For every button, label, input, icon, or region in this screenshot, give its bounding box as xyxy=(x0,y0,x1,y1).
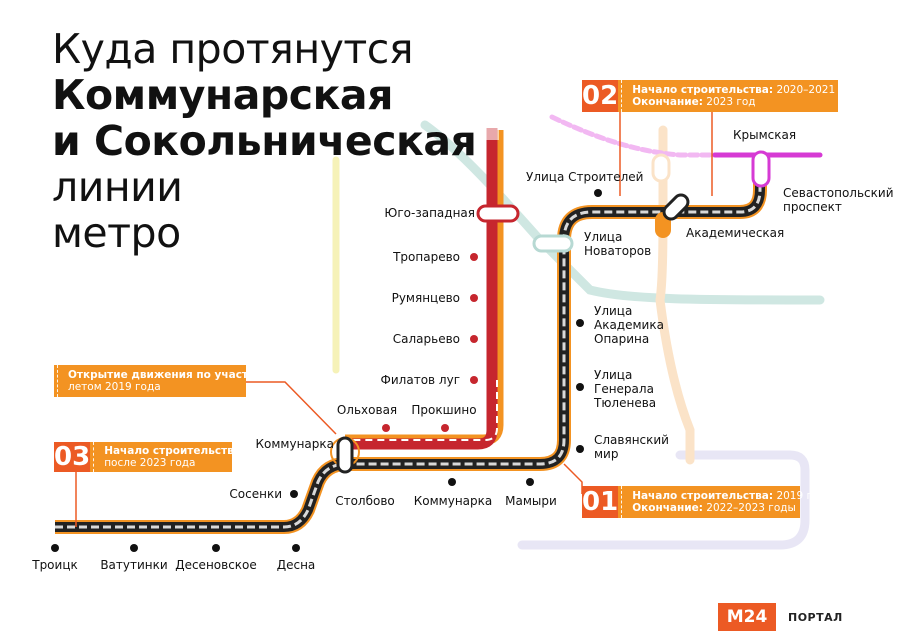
label-generala-tyuleneva: Улица Генерала Тюленева xyxy=(594,368,657,410)
callout-01-number: 01 xyxy=(582,486,619,518)
callout-01: 01 Начало строительства: 2019 год Оконча… xyxy=(582,486,826,518)
line-bg-peach xyxy=(655,125,695,465)
dot-olkhovaya xyxy=(382,424,390,432)
label-akademika-oparina: Улица Академика Опарина xyxy=(594,304,664,346)
dot-mamyri xyxy=(526,478,534,486)
dot-rumyantsevo xyxy=(470,294,478,302)
dot-oparina xyxy=(576,319,584,327)
dot-kommunarka xyxy=(448,478,456,486)
callout-leaders xyxy=(75,104,713,527)
title-line-5: метро xyxy=(52,209,181,257)
sokolnicheskaya-line xyxy=(345,118,504,450)
dot-filatov-lug xyxy=(470,376,478,384)
label-desenovskoe: Десеновское xyxy=(175,558,257,572)
label-kommunarka: Коммунарка xyxy=(413,494,493,508)
label-prokshino: Прокшино xyxy=(411,403,477,417)
title-line-2: Коммунарская xyxy=(52,71,393,119)
transfer-kommunarka xyxy=(330,436,360,474)
dot-troitsk xyxy=(51,544,59,552)
transfer-yugo-zapadnaya xyxy=(476,204,520,223)
callout-02-number: 02 xyxy=(582,80,619,112)
label-slavyansky-mir: Славянский мир xyxy=(594,433,669,461)
callout-02-line2: Окончание: 2023 год xyxy=(632,96,756,108)
dot-slavyansky-mir xyxy=(576,445,584,453)
brand-m24: M24 ПОРТАЛ xyxy=(718,603,843,631)
label-krymskaya: Крымская xyxy=(733,128,797,142)
dot-ulitsa-stroiteley xyxy=(594,189,602,197)
callout-01-line1: Начало строительства: 2019 год xyxy=(632,490,826,502)
line-bkl-planned xyxy=(549,114,823,158)
title-line-1: Куда протянутся xyxy=(52,25,414,73)
dot-desna xyxy=(292,544,300,552)
label-kommunarka-transfer: Коммунарка xyxy=(255,437,335,451)
dot-sosenki xyxy=(290,490,298,498)
label-akademicheskaya: Академическая xyxy=(686,226,785,240)
dot-salaryevo xyxy=(470,335,478,343)
transfer-novatorov xyxy=(532,234,574,253)
label-vatutinki: Ватутинки xyxy=(100,558,168,572)
label-ulitsa-novatorov: Улица Новаторов xyxy=(584,230,652,258)
callout-03-number: 03 xyxy=(54,442,91,472)
callout-opening-2019: Открытие движения по участку летом 2019 … xyxy=(54,365,262,397)
label-sevastopolsky: Севастопольский проспект xyxy=(783,186,894,214)
label-rumyantsevo: Румянцево xyxy=(391,291,460,305)
label-olkhovaya: Ольховая xyxy=(336,403,398,417)
background-lines xyxy=(332,114,825,550)
page-title: Куда протянутся Коммунарская и Сокольнич… xyxy=(52,25,477,257)
dot-prokshino xyxy=(441,424,449,432)
line-bg-teal xyxy=(420,120,825,305)
callout-opening-line2: летом 2019 года xyxy=(68,381,161,393)
title-line-4: линии xyxy=(52,163,183,211)
label-ulitsa-stroiteley: Улица Строителей xyxy=(526,170,644,184)
dot-troparevo xyxy=(470,253,478,261)
label-salaryevo: Саларьево xyxy=(392,332,460,346)
callout-03-line1: Начало строительства: xyxy=(104,445,246,457)
leader-01 xyxy=(563,463,583,494)
station-dots xyxy=(51,189,602,552)
label-filatov-lug: Филатов луг xyxy=(380,373,460,387)
callout-02-line1: Начало строительства: 2020–2021 годы xyxy=(632,84,866,96)
label-yugo-zapadnaya: Юго-западная xyxy=(384,206,475,220)
m24-logo: M24 xyxy=(718,603,776,631)
leader-opening xyxy=(246,381,337,435)
dot-tyuleneva xyxy=(576,383,584,391)
callout-02: 02 Начало строительства: 2020–2021 годы … xyxy=(582,80,866,112)
label-desna: Десна xyxy=(276,558,316,572)
callout-02-text: Начало строительства: 2020–2021 годы Око… xyxy=(621,80,873,112)
label-troitsk: Троицк xyxy=(32,558,78,572)
callout-opening-text: Открытие движения по участку летом 2019 … xyxy=(57,365,269,397)
line-bg-lavender xyxy=(517,450,810,550)
callout-01-text: Начало строительства: 2019 год Окончание… xyxy=(621,486,833,518)
label-stolbovo: Столбово xyxy=(335,494,395,508)
label-sosenki: Сосенки xyxy=(229,487,282,501)
callout-opening-line1: Открытие движения по участку xyxy=(68,369,262,381)
transfer-krymskaya xyxy=(751,150,771,188)
callout-01-line2: Окончание: 2022–2023 годы xyxy=(632,502,796,514)
transfer-dot-kommunarka-stroiteley xyxy=(651,153,671,183)
label-troparevo: Тропарево xyxy=(393,250,460,264)
transfer-akademicheskaya xyxy=(655,193,690,238)
portal-label: ПОРТАЛ xyxy=(788,610,843,624)
callout-03: 03 Начало строительства: после 2023 года xyxy=(54,442,245,472)
label-mamyri: Мамыри xyxy=(505,494,557,508)
callout-03-line2: после 2023 года xyxy=(104,457,196,469)
kommunarskaya-line xyxy=(55,160,767,534)
title-line-3: и Сокольническая xyxy=(52,117,477,165)
dot-vatutinki xyxy=(130,544,138,552)
dot-desenovskoe xyxy=(212,544,220,552)
callout-03-text: Начало строительства: после 2023 года xyxy=(93,442,252,472)
